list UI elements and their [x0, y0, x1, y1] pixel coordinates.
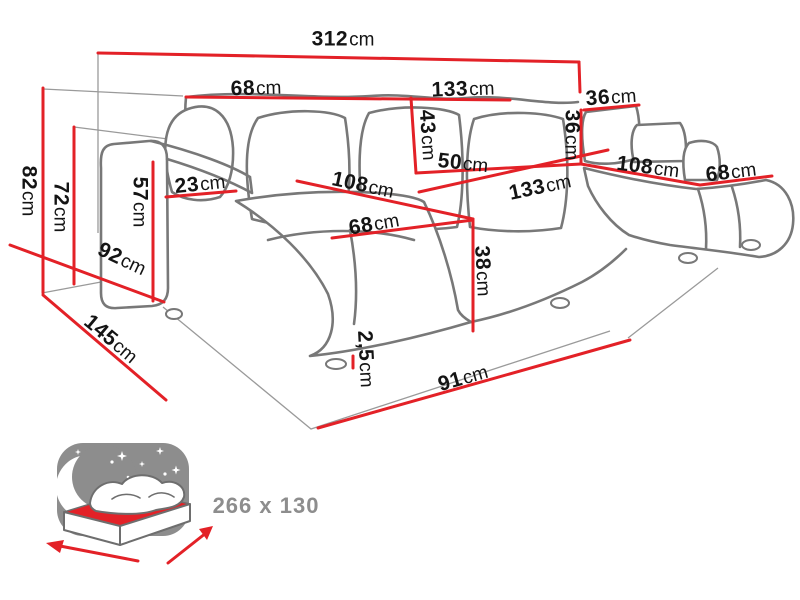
- dim-label-back-cushion-height: 43cm: [414, 108, 440, 162]
- dim-label-total-width: 312cm: [311, 27, 375, 51]
- dim-label-armrest-width: 23cm: [173, 171, 227, 199]
- backrest-top-edge: [184, 92, 580, 105]
- sofa-legs: [165, 239, 761, 370]
- armrest-front-face: [99, 139, 170, 310]
- dim-line-backrest-top: [184, 95, 512, 102]
- dim-line-seat-width-left: [330, 218, 475, 240]
- dim-label-headrest-height: 36cm: [560, 109, 584, 161]
- leg: [550, 297, 570, 309]
- dim-label-back-section-left: 68cm: [230, 76, 282, 101]
- dim-label-corner-seat-depth: 50cm: [436, 148, 490, 178]
- armrest-top-face: [149, 139, 254, 195]
- middle-front-bottom-edge: [469, 247, 628, 324]
- dim-label-headrest-width: 36cm: [584, 85, 638, 111]
- duvet-folds: [111, 492, 175, 500]
- dimension-lines: [8, 51, 774, 430]
- left-chaise-seams: [266, 228, 416, 326]
- sofa-line-art: [99, 92, 795, 370]
- floor-edge-left: [41, 281, 102, 294]
- right-chaise-body: [582, 166, 795, 259]
- dim-line-headrest-width: [582, 103, 641, 112]
- leg: [325, 358, 347, 370]
- dim-line-total-width: [96, 51, 581, 64]
- left-chaise-body: [234, 190, 473, 358]
- unfold-arrow-left: [58, 544, 140, 563]
- dim-line-front-depth: [316, 338, 632, 430]
- dim-label-seat-height: 38cm: [470, 245, 495, 297]
- floor-outline: [41, 53, 719, 430]
- dim-label-leg-height: 2,5cm: [353, 329, 378, 389]
- leg: [741, 239, 761, 251]
- unfold-arrow-left-head: [46, 540, 64, 553]
- extension-lines: [42, 53, 184, 233]
- dim-line-back-cushion-height: [409, 96, 418, 175]
- dim-line-side-depth: [41, 293, 168, 402]
- unfold-arrow-right: [166, 531, 208, 565]
- fold-out-bed-icon: [46, 474, 213, 565]
- unfold-arrow-right-head: [199, 526, 213, 540]
- dim-label-total-height: 82cm: [17, 165, 41, 217]
- dim-label-armrest-height: 57cm: [128, 176, 152, 228]
- duvet: [89, 474, 186, 515]
- floor-edge-front: [162, 267, 719, 430]
- sleeping-area-size: 266 x 130: [212, 493, 320, 518]
- leg: [165, 308, 183, 320]
- dim-line-armrest-depth: [8, 243, 166, 304]
- mattress-side: [119, 503, 191, 546]
- dim-line-armrest-width: [164, 189, 238, 199]
- dim-line-seat-width: [417, 148, 610, 194]
- dim-line-corner-seat-depth: [414, 162, 583, 175]
- dim-line-right-chaise: [579, 162, 774, 187]
- right-chaise-seams: [696, 185, 742, 251]
- right-back-step: [682, 139, 721, 182]
- leg: [678, 252, 698, 264]
- dim-label-back-section-middle: 133cm: [431, 77, 495, 102]
- back-cushion-3: [465, 111, 569, 233]
- dim-line-chaise-length-left: [295, 179, 475, 221]
- dim-label-backrest-height: 72cm: [49, 181, 73, 233]
- sleeping-function-icon: [46, 443, 213, 565]
